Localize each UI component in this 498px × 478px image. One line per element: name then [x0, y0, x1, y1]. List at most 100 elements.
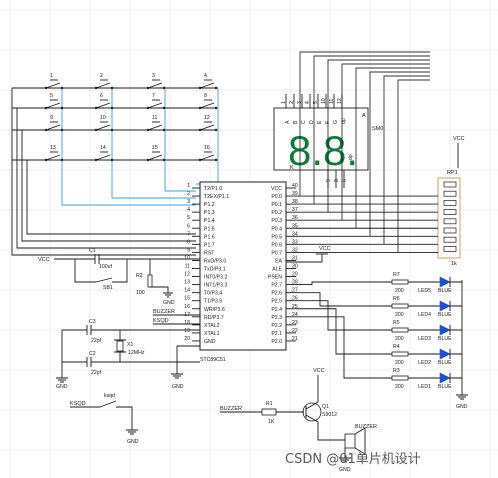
ksqd-gnd: GND [127, 439, 139, 445]
key-label: 11 [152, 115, 157, 121]
mcu-left-pin-name: T2/P1.0 [204, 186, 222, 192]
display-top-pin: 11 [329, 99, 335, 104]
buzzer-label: BUZZER [355, 424, 377, 430]
mcu-left-pin-num: 14 [184, 288, 190, 294]
key-label: 1 [50, 73, 53, 79]
mcu-left-pin-name: P1.7 [204, 242, 215, 248]
mcu-left-pin-num: 4 [187, 207, 190, 213]
mcu-left-pin-num: 2 [187, 191, 190, 197]
mcu-right-pin-num: 33 [292, 239, 298, 245]
display-top-pin: 1 [281, 101, 287, 104]
mcu-right-pin-name: P0.1 [271, 202, 282, 208]
rp1-value: 1k [451, 261, 457, 267]
mcu-right-pin-name: VCC [271, 186, 282, 192]
ksqd-net: KSQD [70, 401, 86, 407]
led-gnd-label: GND [456, 404, 468, 410]
led-resistor-ref: R5 [393, 320, 400, 326]
mcu-left-pin-num: 13 [184, 280, 190, 286]
key-switch: 11 [146, 115, 166, 132]
reset-gnd: GND [163, 300, 175, 306]
r2-ref: R2 [136, 273, 143, 279]
keypad-matrix [11, 87, 219, 256]
rp1-ref: RP1 [447, 170, 458, 176]
mcu-right-pin-name: P2.3 [271, 315, 282, 321]
mcu-right-pin-num: 22 [292, 328, 298, 334]
mcu-left-pin-num: 18 [184, 320, 190, 326]
key-switch: 10 [94, 115, 114, 132]
display-dp-label: dp [348, 154, 354, 160]
c1-ref: C1 [89, 248, 96, 254]
key-label: 5 [50, 93, 53, 99]
mcu-right-pin-num: 34 [292, 231, 298, 237]
key-label: 3 [152, 73, 155, 79]
mcu-left-pin-name: WR/P3.6 [204, 307, 225, 313]
key-label: 4 [204, 73, 207, 79]
key-switch: 13 [44, 145, 64, 162]
driver-net: BUZZER [220, 406, 242, 412]
display-a-label: A [362, 113, 366, 119]
ksqd-label: ksqd [104, 393, 115, 399]
mcu-right-pin-name: PSEN [268, 275, 282, 281]
led-resistor-value: 200 [395, 312, 404, 318]
led-resistor-ref: R6 [393, 296, 400, 302]
mcu-right-pin-num: 25 [292, 304, 298, 310]
resistor-pack-cells [443, 181, 457, 252]
mcu-chip: STC89C51 [199, 181, 287, 363]
mcu-right-pin-name: P0.7 [271, 250, 282, 256]
ksqd-switch: KSQD ksqd GND [70, 393, 139, 445]
mcu-right-pin-name: P2.1 [271, 331, 282, 337]
led-color: BLUE [438, 384, 452, 390]
mcu-left-pin-name: P1.3 [204, 210, 215, 216]
mcu-right-pin-num: 21 [292, 336, 298, 342]
mcu-left-pin-name: GND [204, 339, 216, 345]
led-resistor-value: 200 [395, 360, 404, 366]
display-k-label: K [290, 165, 294, 171]
net-labels: BUZZER KSQD [153, 309, 200, 325]
mcu-left-pin-name: P1.5 [204, 226, 215, 232]
ea-vcc-label: VCC [319, 246, 331, 252]
sb1-ref: SB1 [103, 285, 113, 291]
led-color: BLUE [438, 336, 452, 342]
watermark: CSDN @01单片机设计 [285, 452, 421, 467]
display-top-pin: 10 [321, 98, 327, 104]
display-digits: 8.8. [288, 127, 358, 174]
display-segment-label: dp [341, 118, 347, 124]
mcu-right-pin-name: P2.4 [271, 307, 282, 313]
key-label: 8 [204, 93, 207, 99]
mcu-right-pin-name: P0.5 [271, 234, 282, 240]
x1-ref: X1 [127, 342, 133, 348]
key-switch: 6 [94, 93, 114, 110]
mcu-right-pin-num: 26 [292, 296, 298, 302]
led-ref: LED3 [418, 336, 431, 342]
resistor-pack: VCC RP1 1k [437, 136, 465, 267]
key-label: 9 [50, 115, 53, 121]
display-com-pin: 8 [334, 179, 340, 182]
rp1-vcc: VCC [453, 136, 465, 142]
key-switch: 16 [198, 145, 218, 162]
x1-value: 12MHz [128, 350, 145, 356]
mcu-left-pin-name: P1.6 [204, 234, 215, 240]
mcu-left-pin-name: T1/P3.5 [204, 299, 222, 305]
mcu-right-pin-num: 28 [292, 280, 298, 286]
reset-circuit: VCC C1 100uf SB1 R2 100 GND [38, 248, 200, 306]
mcu-left-pin-num: 8 [187, 239, 190, 245]
seven-seg-display: 8.8. SM0 A K dp [273, 107, 383, 174]
mcu-left-pin-name: RST [204, 250, 215, 256]
mcu-left-pin-name: T2EX/P1.1 [204, 194, 229, 200]
display-segment-label: G [333, 120, 339, 124]
mcu-left-pin-num: 20 [184, 336, 190, 342]
mcu-left-pin-num: 7 [187, 231, 190, 237]
led-ref: LED5 [418, 288, 431, 294]
display-segment-label: C [301, 120, 307, 124]
mcu-left-pin-num: 6 [187, 223, 190, 229]
mcu-left-pin-num: 9 [187, 247, 190, 253]
c2-ref: C2 [89, 351, 96, 357]
mcu-right-pin-num: 35 [292, 223, 298, 229]
display-top-pin: 5 [313, 101, 319, 104]
mcu-right-pin-name: P2.7 [271, 283, 282, 289]
